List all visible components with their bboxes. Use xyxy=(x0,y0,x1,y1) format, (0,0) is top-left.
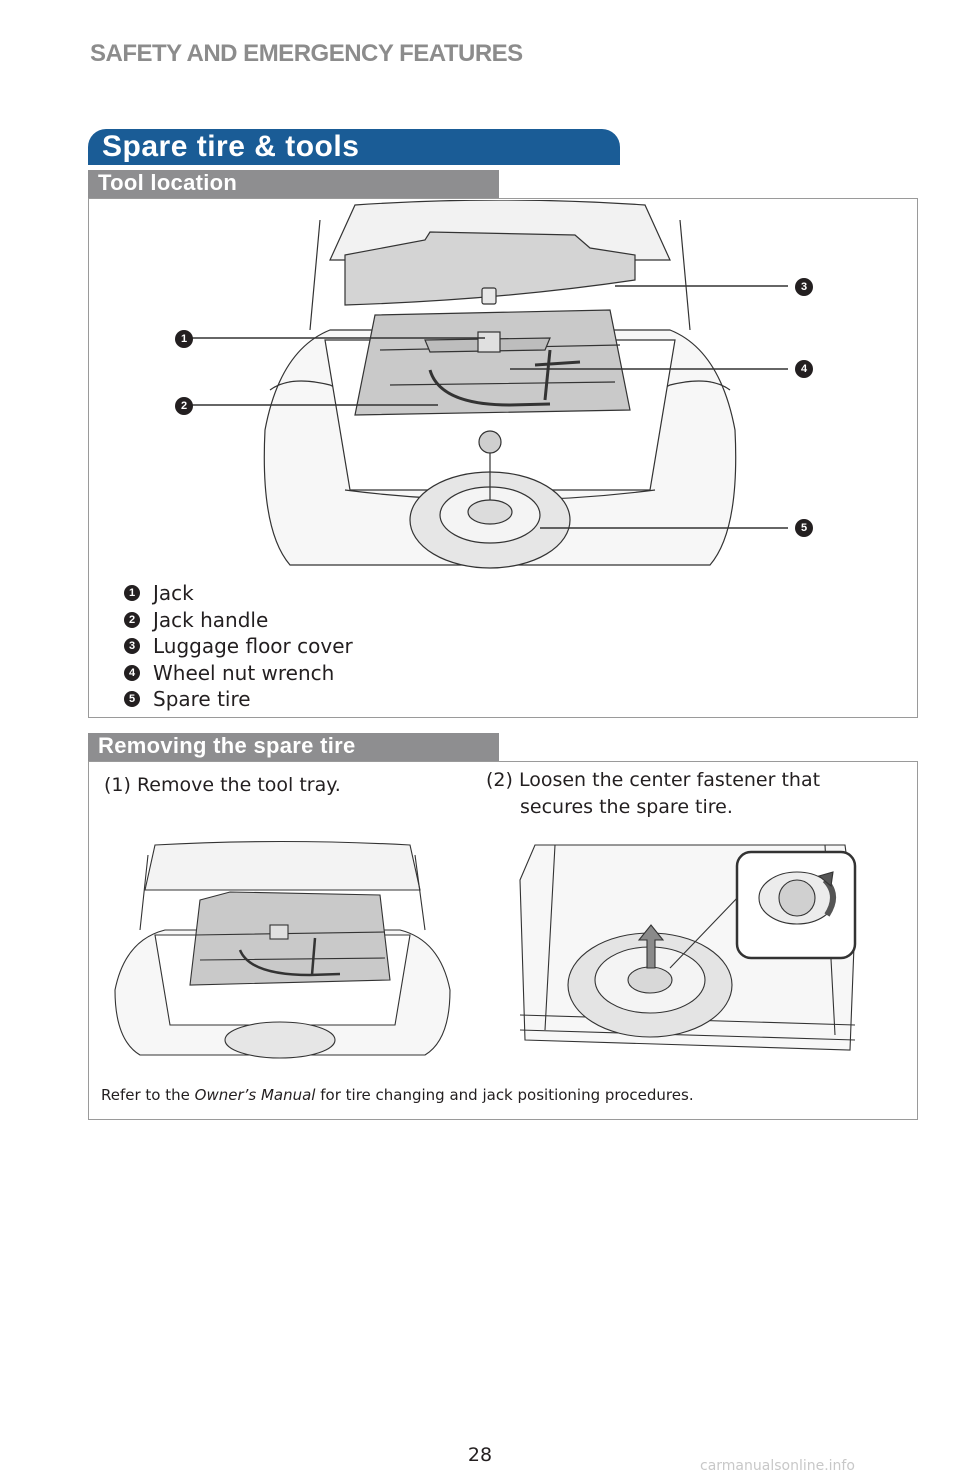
tool-location-heading-bar: Tool location xyxy=(88,170,499,198)
note-suffix: for tire changing and jack positioning p… xyxy=(315,1086,694,1104)
trunk-tool-location-illustration xyxy=(263,200,737,569)
callout-leaders xyxy=(192,285,788,529)
legend-item-spare-tire: 5 Spare tire xyxy=(124,686,353,713)
legend-badge: 5 xyxy=(124,691,140,708)
callout-legend: 1 Jack 2 Jack handle 3 Luggage floor cov… xyxy=(124,580,353,713)
page-number: 28 xyxy=(467,1444,493,1466)
loosen-fastener-illustration xyxy=(519,844,857,1051)
legend-label: Wheel nut wrench xyxy=(153,660,335,685)
legend-item-jack: 1 Jack xyxy=(124,580,353,607)
legend-badge: 4 xyxy=(124,664,140,681)
remove-tool-tray-illustration xyxy=(114,840,451,1059)
section-title: Spare tire & tools xyxy=(102,130,360,163)
step-2-text-line-2: secures the spare tire. xyxy=(520,796,733,818)
watermark: carmanualsonline.info xyxy=(700,1458,855,1474)
legend-label: Spare tire xyxy=(153,687,251,712)
legend-item-luggage-floor-cover: 3 Luggage floor cover xyxy=(124,633,353,660)
legend-badge: 1 xyxy=(124,585,140,602)
legend-item-jack-handle: 2 Jack handle xyxy=(124,607,353,634)
legend-badge: 3 xyxy=(124,638,140,655)
note-prefix: Refer to the xyxy=(101,1086,195,1104)
tool-location-heading: Tool location xyxy=(98,170,238,195)
callout-badge-3: 3 xyxy=(795,278,813,296)
callout-badge-5: 5 xyxy=(795,519,813,537)
callout-badge-4: 4 xyxy=(795,360,813,378)
removing-heading: Removing the spare tire xyxy=(98,733,356,758)
owners-manual-note: Refer to the Owner’s Manual for tire cha… xyxy=(101,1086,694,1104)
step-1-text: (1) Remove the tool tray. xyxy=(104,774,341,796)
callout-badge-2: 2 xyxy=(175,397,193,415)
legend-label: Luggage floor cover xyxy=(153,634,353,659)
legend-item-wheel-nut-wrench: 4 Wheel nut wrench xyxy=(124,660,353,687)
page-header-title: SAFETY AND EMERGENCY FEATURES xyxy=(90,40,523,67)
note-emphasis: Owner’s Manual xyxy=(194,1086,316,1104)
section-banner: Spare tire & tools xyxy=(88,129,620,165)
legend-badge: 2 xyxy=(124,611,140,628)
removing-heading-bar: Removing the spare tire xyxy=(88,733,499,761)
legend-label: Jack xyxy=(153,581,194,606)
legend-label: Jack handle xyxy=(153,607,269,632)
callout-badge-1: 1 xyxy=(175,330,193,348)
step-2-text-line-1: (2) Loosen the center fastener that xyxy=(486,769,821,791)
